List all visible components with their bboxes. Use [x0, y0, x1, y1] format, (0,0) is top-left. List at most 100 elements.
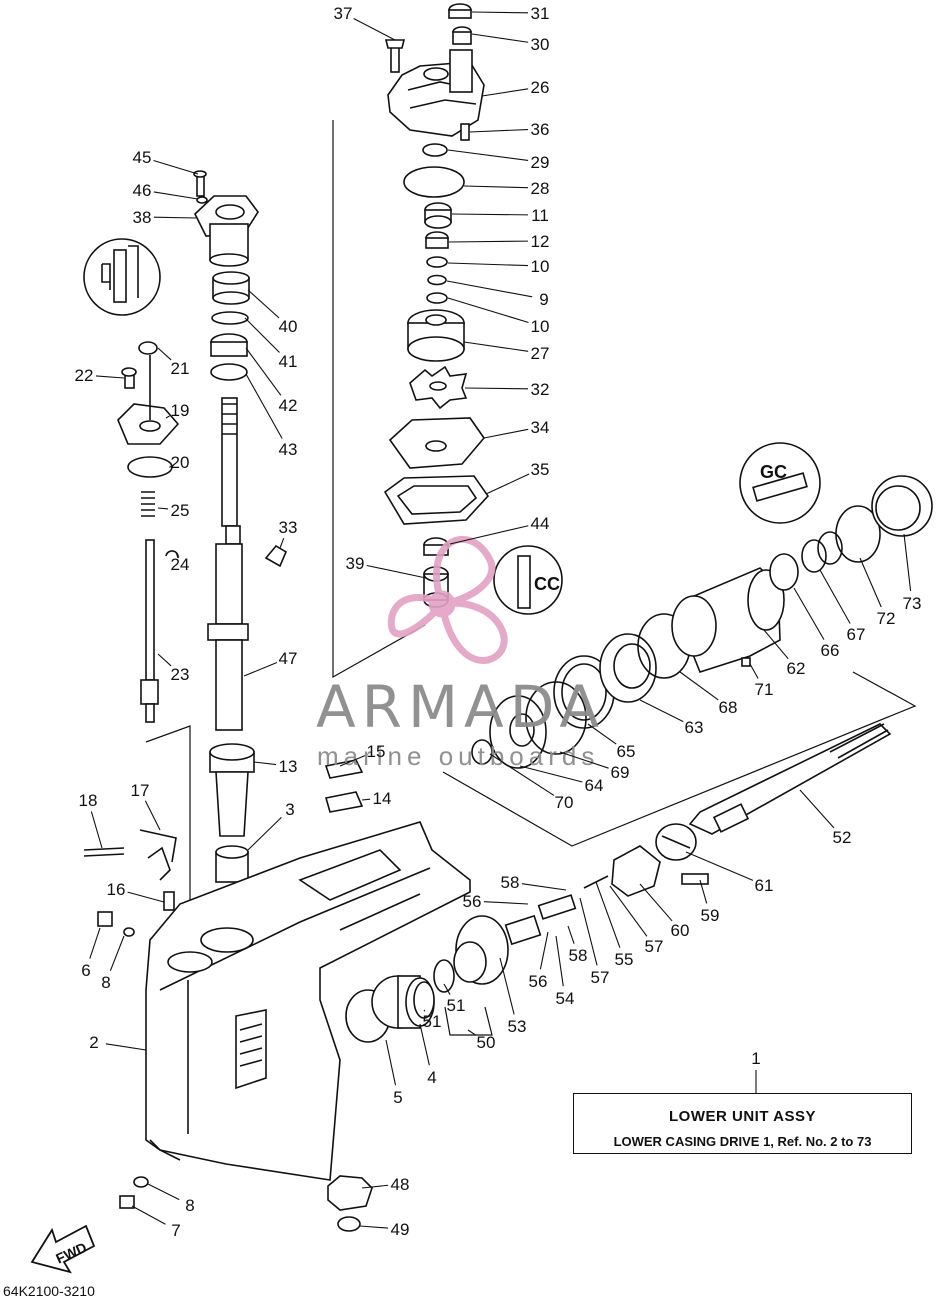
leader-64	[519, 765, 583, 783]
callout-33: 33	[279, 518, 298, 537]
callout-36: 36	[531, 120, 550, 139]
leader-54	[555, 935, 564, 987]
leader-55	[595, 881, 621, 948]
leader-40	[247, 289, 280, 319]
leader-4	[419, 1023, 430, 1066]
leader-12	[448, 240, 529, 243]
leader-8	[109, 935, 125, 972]
callout-69: 69	[611, 763, 630, 782]
callout-46: 46	[133, 181, 152, 200]
leader-61	[685, 851, 754, 881]
drive-shaft-assembly	[193, 170, 364, 883]
callout-19: 19	[171, 401, 190, 420]
leader-2	[105, 1043, 147, 1051]
leader-10	[447, 262, 529, 267]
leader-35	[485, 473, 530, 495]
callout-73: 73	[903, 594, 922, 613]
leader-57	[609, 885, 648, 937]
callout-2: 2	[89, 1033, 98, 1052]
svg-text:CC: CC	[534, 574, 560, 594]
leader-13	[253, 761, 277, 766]
watermark-tagline: marine outboards	[317, 741, 599, 771]
callout-58: 58	[501, 873, 520, 892]
callout-27: 27	[531, 344, 550, 363]
leader-42	[245, 347, 282, 396]
callout-21: 21	[171, 359, 190, 378]
callout-3: 3	[285, 800, 294, 819]
leader-29	[447, 149, 529, 161]
caption-subtitle: LOWER CASING DRIVE 1, Ref. No. 2 to 73	[613, 1134, 872, 1149]
callout-10: 10	[531, 317, 550, 336]
leader-65	[587, 723, 617, 745]
callout-59: 59	[701, 906, 720, 925]
leader-26	[481, 88, 529, 97]
leader-24	[175, 552, 179, 559]
callout-44: 44	[531, 514, 550, 533]
callout-34: 34	[531, 418, 550, 437]
leader-53	[499, 957, 515, 1015]
callout-47: 47	[279, 649, 298, 668]
callout-68: 68	[719, 698, 738, 717]
callout-64: 64	[585, 776, 604, 795]
leader-11	[451, 213, 529, 216]
callout-leaders	[89, 11, 912, 1229]
callout-54: 54	[556, 989, 575, 1008]
leader-7	[131, 1205, 166, 1225]
leader-66	[793, 587, 825, 640]
callout-49: 49	[391, 1220, 410, 1239]
callout-50: 50	[477, 1033, 496, 1052]
callout-39: 39	[346, 554, 365, 573]
leader-8	[147, 1183, 180, 1201]
propeller-watermark-icon	[387, 536, 508, 664]
callout-28: 28	[531, 179, 550, 198]
leader-48	[361, 1184, 389, 1189]
callout-61: 61	[755, 876, 774, 895]
leader-38	[153, 216, 197, 219]
leader-39	[366, 564, 427, 579]
leader-15	[339, 755, 366, 767]
leader-18	[90, 811, 103, 849]
callout-8: 8	[101, 973, 110, 992]
part-code: 64K2100-3210	[3, 1283, 95, 1299]
leader-56	[483, 901, 529, 905]
callout-4: 4	[427, 1068, 436, 1087]
leader-46	[153, 191, 199, 200]
callout-9: 9	[539, 290, 548, 309]
callout-42: 42	[279, 396, 298, 415]
callout-53: 53	[508, 1017, 527, 1036]
callout-52: 52	[833, 828, 852, 847]
leader-63	[639, 699, 684, 723]
pinion-assembly	[327, 723, 892, 1232]
leader-67	[819, 569, 851, 624]
callout-22: 22	[75, 366, 94, 385]
callout-13: 13	[279, 757, 298, 776]
callout-37: 37	[334, 4, 353, 23]
grease-gc-icon: GC	[739, 442, 821, 524]
leader-28	[463, 185, 529, 189]
callout-17: 17	[131, 781, 150, 800]
caption-box: LOWER UNIT ASSY LOWER CASING DRIVE 1, Re…	[573, 1093, 912, 1154]
leader-43	[245, 373, 283, 439]
leader-33	[279, 538, 285, 549]
leader-14	[361, 798, 371, 801]
leader-3	[247, 816, 282, 851]
leader-36	[469, 128, 529, 133]
callout-18: 18	[79, 791, 98, 810]
callout-1: 1	[751, 1049, 760, 1068]
leader-6	[89, 927, 101, 959]
callout-29: 29	[531, 153, 550, 172]
callout-12: 12	[531, 232, 550, 251]
leader-51	[423, 1009, 426, 1012]
callout-43: 43	[279, 440, 298, 459]
shift-rod-assembly	[117, 341, 180, 723]
leader-47	[243, 662, 278, 677]
leader-9	[446, 280, 533, 298]
callout-63: 63	[685, 718, 704, 737]
callout-66: 66	[821, 641, 840, 660]
callout-72: 72	[877, 609, 896, 628]
leader-27	[463, 341, 529, 352]
callout-5: 5	[393, 1088, 402, 1107]
leader-56	[539, 931, 549, 970]
leader-59	[699, 879, 708, 904]
